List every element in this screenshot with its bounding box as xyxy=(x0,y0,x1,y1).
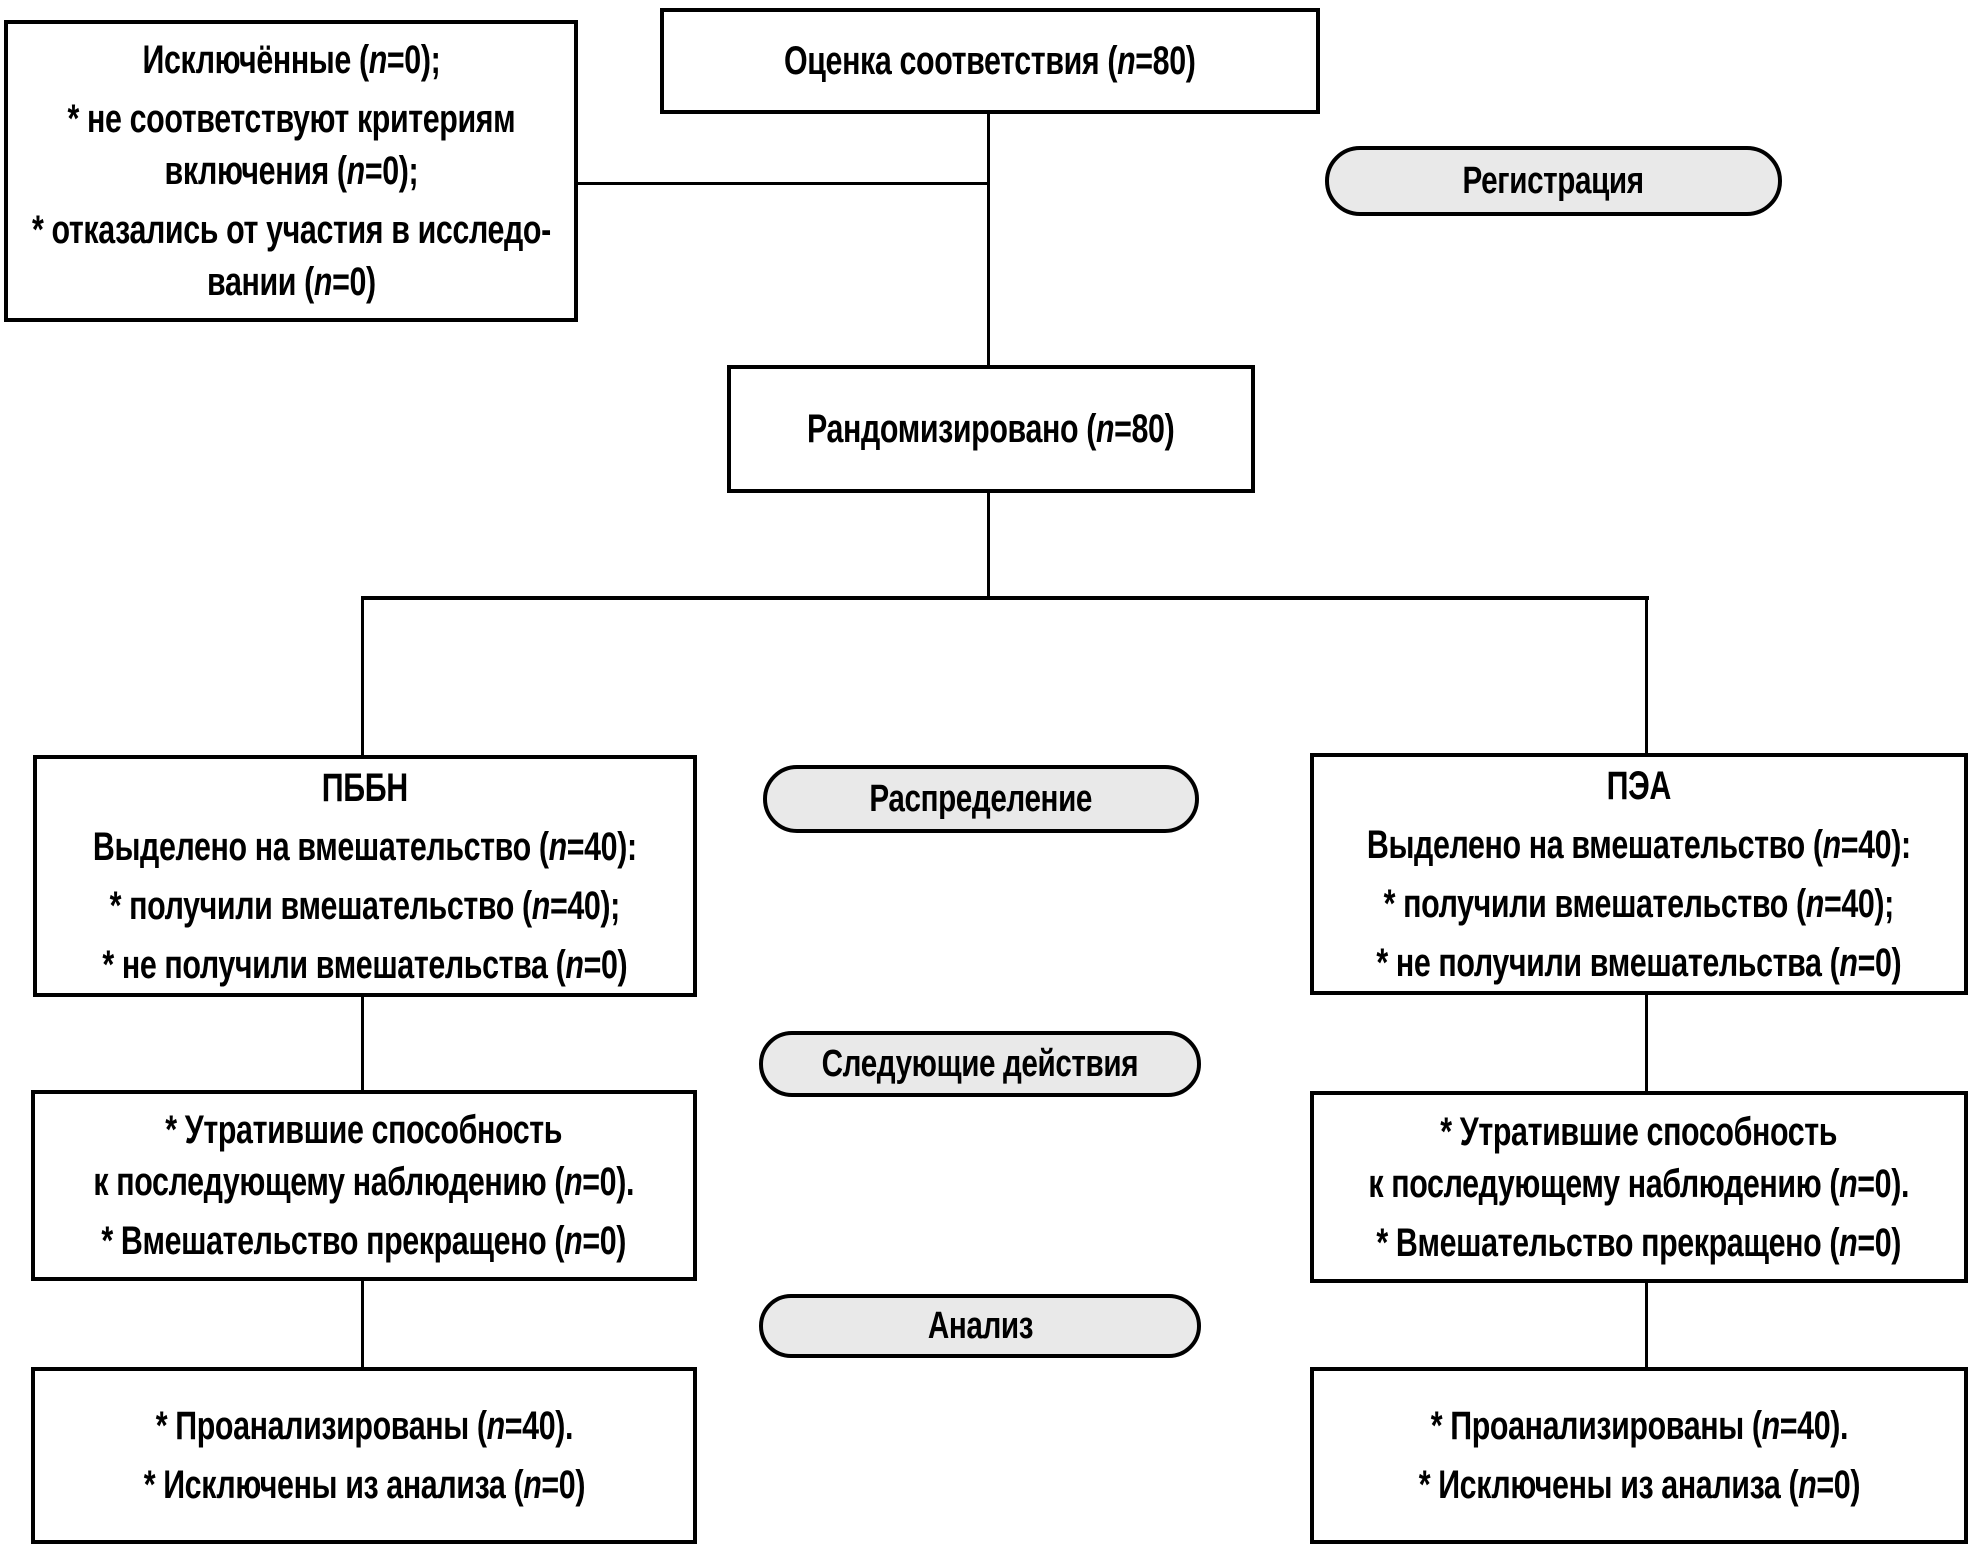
connector-followup-left-to-analysis xyxy=(361,1281,364,1367)
connector-split-to-group-right xyxy=(1645,596,1648,753)
stage-pill-next-actions: Следующие действия xyxy=(759,1031,1201,1097)
eligibility-box-text: Оценка соответствия (n=80) xyxy=(784,39,1196,83)
connector-randomized-to-split xyxy=(987,493,990,599)
excluded-box-text: Исключённые (n=0);* не соответствуют кри… xyxy=(31,38,551,304)
stage-pill-analysis: Анализ xyxy=(759,1294,1201,1358)
connector-followup-right-to-analysis xyxy=(1645,1283,1648,1367)
stage-pill-next-actions-label: Следующие действия xyxy=(821,1042,1139,1085)
connector-trunk-to-excluded xyxy=(578,182,989,185)
stage-pill-registration: Регистрация xyxy=(1325,146,1782,216)
analysis-left-box-text: * Проанализированы (n=40).* Исключены из… xyxy=(143,1404,585,1507)
connector-group-left-to-followup xyxy=(361,997,364,1090)
stage-pill-allocation: Распределение xyxy=(763,765,1199,833)
connector-split-horizontal xyxy=(361,596,1649,600)
analysis-left-box: * Проанализированы (n=40).* Исключены из… xyxy=(31,1367,697,1544)
stage-pill-allocation-label: Распределение xyxy=(869,777,1093,820)
randomized-box: Рандомизировано (n=80) xyxy=(727,365,1255,493)
followup-left-box-text: * Утратившие способность к последующему … xyxy=(93,1108,635,1263)
followup-left-box: * Утратившие способность к последующему … xyxy=(31,1090,697,1281)
analysis-right-box-text: * Проанализированы (n=40).* Исключены из… xyxy=(1418,1404,1860,1507)
connector-eligibility-to-randomized xyxy=(987,114,990,365)
randomized-box-text: Рандомизировано (n=80) xyxy=(807,407,1175,451)
stage-pill-analysis-label: Анализ xyxy=(927,1304,1033,1347)
stage-pill-registration-label: Регистрация xyxy=(1462,159,1645,202)
connector-split-to-group-left xyxy=(361,596,364,755)
excluded-box: Исключённые (n=0);* не соответствуют кри… xyxy=(4,20,578,322)
eligibility-box: Оценка соответствия (n=80) xyxy=(660,8,1320,114)
analysis-right-box: * Проанализированы (n=40).* Исключены из… xyxy=(1310,1367,1968,1544)
followup-right-box-text: * Утратившие способность к последующему … xyxy=(1368,1109,1910,1265)
connector-group-right-to-followup xyxy=(1645,995,1648,1091)
followup-right-box: * Утратившие способность к последующему … xyxy=(1310,1091,1968,1283)
